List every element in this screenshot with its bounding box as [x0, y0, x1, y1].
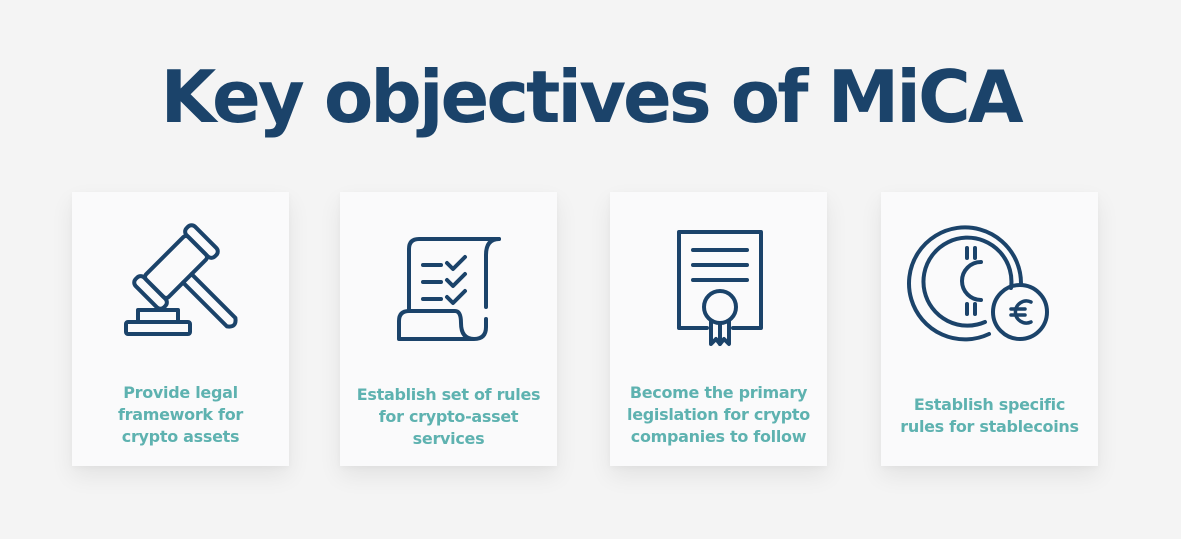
objective-label: Establish specific rules for stablecoins: [900, 395, 1079, 436]
stablecoin-icon: [881, 212, 1098, 362]
objective-label: Establish set of rules for crypto-asset …: [356, 385, 541, 448]
objective-card-primary-legislation: Become the primary legislation for crypt…: [610, 192, 827, 466]
certificate-icon: [610, 212, 827, 362]
objective-card-legal-framework: Provide legal framework for crypto asset…: [72, 192, 289, 466]
gavel-icon: [72, 212, 289, 362]
checklist-scroll-icon: [340, 212, 557, 362]
page-title: Key objectives of MiCA: [160, 55, 1023, 139]
objective-card-rules-services: Establish set of rules for crypto-asset …: [340, 192, 557, 466]
objective-label: Provide legal framework for crypto asset…: [118, 383, 243, 446]
objective-card-stablecoins: Establish specific rules for stablecoins: [881, 192, 1098, 466]
objective-label: Become the primary legislation for crypt…: [627, 383, 810, 446]
